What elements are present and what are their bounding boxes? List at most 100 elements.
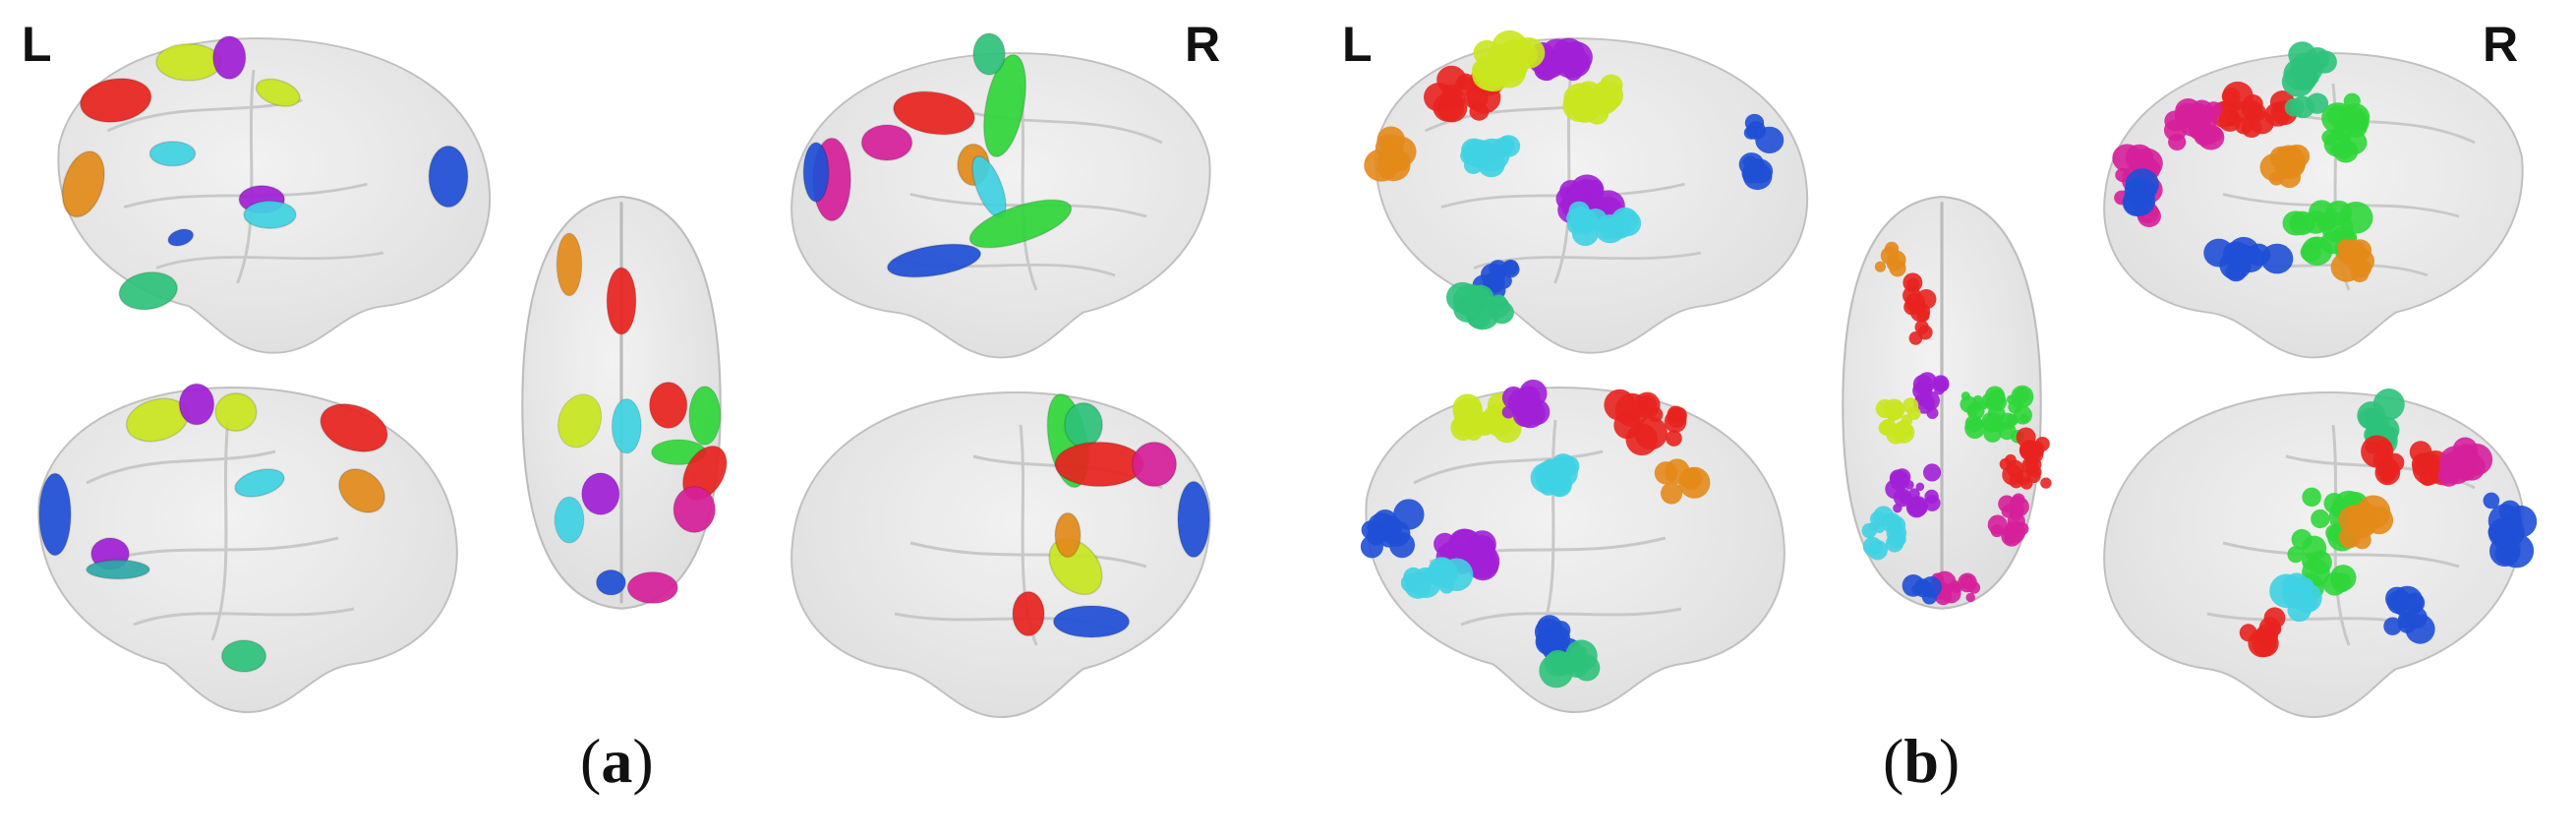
caption-b: (b)	[1883, 730, 1960, 793]
panel-a-ll-cyan-region-2	[243, 200, 297, 229]
panel-b-tv-cyan-cluster-voxel	[1886, 515, 1906, 535]
panel-b-rl-magenta-cluster-voxel	[2168, 133, 2187, 151]
left-hemisphere-label-b: L	[1342, 17, 1373, 72]
panel-a-rm-seagreen-region	[1063, 401, 1103, 449]
panel-a-lm-blue-region	[38, 472, 72, 557]
panel-a-tv-cyan-region-2	[554, 496, 585, 544]
panel-b-rl-seagreen-cluster	[2281, 41, 2337, 119]
caption-a: (a)	[580, 730, 654, 793]
caption-a-open: (	[580, 726, 602, 796]
panel-b-tv-cyan-cluster-voxel	[1862, 536, 1883, 557]
panel-a-rm-orange-region	[1054, 511, 1082, 559]
panel-a-right-medial-sulcus-1	[909, 541, 1147, 569]
panel-b-tv-green-cluster-voxel	[2006, 413, 2019, 427]
panel-b-rm-magenta-cluster	[2437, 437, 2493, 487]
panel-b-rl-green-cluster	[2321, 92, 2371, 163]
panel-b-tv-magenta-cluster-voxel	[2010, 497, 2029, 517]
panel-b-rm-red-cluster-voxel	[2419, 469, 2436, 487]
caption-b-open: (	[1883, 726, 1904, 796]
panel-b-lm-orange-cluster-voxel	[1679, 467, 1703, 491]
panel-b-lm-seagreen-cluster-voxel	[1564, 639, 1598, 673]
panel-b-lm-seagreen-cluster	[1539, 639, 1601, 688]
panel-b-rl-orange-cluster-2-voxel	[2330, 252, 2363, 282]
panel-b-lm-cyan-cluster-voxel	[1538, 475, 1558, 496]
panel-b-lm-cyan-cluster	[1530, 453, 1580, 498]
panel-b-tv-orange-cluster-voxel	[1889, 260, 1906, 277]
panel-b-ll-orange-cluster	[1364, 126, 1417, 182]
panel-b-rm-green-cluster-voxel	[2287, 546, 2305, 564]
panel-a-top-view	[521, 195, 728, 610]
panel-b-rl-orange-cluster	[2259, 144, 2311, 189]
panel-b-ll-blue-cluster-2-voxel	[1480, 263, 1505, 287]
panel-a-ll-seagreen-region	[118, 271, 179, 311]
panel-b-lm-cyan-cluster-2-voxel	[1439, 558, 1474, 591]
panel-b-lm-blue-cluster-2-voxel	[1536, 626, 1564, 654]
panel-b-rl-blue-cluster-2-voxel	[2225, 262, 2248, 282]
panel-b-ll-cyan-cluster-voxel	[1460, 146, 1481, 165]
panel-a-ll-cyan-region	[148, 141, 197, 167]
panel-b-ll-seagreen-cluster-voxel	[1466, 305, 1492, 329]
panel-a-ll-yellowgreen-region	[155, 42, 222, 82]
panel-b-rm-orange-cluster-voxel	[2365, 506, 2394, 535]
panel-b-lm-blue-cluster-voxel	[1360, 535, 1383, 559]
panel-a-rl-blue-region	[802, 142, 830, 203]
panel-b-rm-cyan-cluster-voxel	[2281, 574, 2302, 595]
panel-b-tv-green-cluster-voxel	[1972, 394, 1983, 406]
panel-b-rl-blue-cluster	[2122, 168, 2159, 217]
panel-b-rl-orange-cluster-2	[2330, 239, 2375, 283]
panel-b-tv-violet-cluster-2-voxel	[1923, 495, 1941, 511]
panel-b-rm-green-cluster-voxel	[2302, 487, 2321, 508]
panel-a-rm-blue-region	[1177, 480, 1210, 559]
panel-b-tv-violet-cluster-2-voxel	[1893, 488, 1912, 508]
panel-b-tv-green-cluster-voxel	[1994, 420, 2007, 433]
panel-a-lm-seagreen-region	[220, 639, 267, 673]
panel-a-lm-orange-region	[338, 468, 385, 513]
panel-a-left-lateral	[57, 35, 492, 354]
panel-b-ll-violet-cluster-2-voxel	[1585, 179, 1604, 198]
panel-b-lm-red-cluster-voxel	[1613, 411, 1642, 440]
panel-b-rm-red-cluster-voxel	[2361, 435, 2394, 468]
panel-b-rl-seagreen-cluster-voxel	[2306, 92, 2329, 114]
panel-b-tv-magenta-cluster-voxel	[2002, 527, 2013, 537]
caption-b-letter: b	[1903, 726, 1939, 796]
panel-b-ll-violet-cluster-voxel	[1551, 37, 1585, 69]
panel-b-tv-blue-cluster	[1902, 573, 1943, 605]
panel-b-ll-yellowgreen-cluster-voxel	[1500, 56, 1515, 71]
panel-b-ll-cyan-cluster-2-voxel	[1566, 209, 1586, 227]
panel-b-ll-cyan-cluster-voxel	[1474, 138, 1510, 172]
panel-b-ll-cyan-cluster	[1460, 135, 1521, 178]
panel-b-rm-magenta-cluster-voxel	[2452, 437, 2478, 462]
panel-b-rm-red-cluster-2-voxel	[2258, 617, 2281, 639]
panel-b-tv-green-cluster-voxel	[1964, 414, 1983, 433]
panel-b-rm-cyan-cluster	[2269, 572, 2322, 623]
caption-a-letter: a	[601, 726, 633, 796]
panel-b-tv-orange-cluster	[1874, 241, 1906, 277]
panel-b-rl-green-cluster-2-voxel	[2307, 237, 2322, 252]
panel-a-left-medial-sulcus-2	[210, 419, 230, 641]
panel-b-rm-seagreen-cluster-voxel	[2358, 407, 2379, 428]
panel-b-tv-red-cluster-2-voxel	[1999, 457, 2012, 470]
panel-b-tv-green-cluster-voxel	[1987, 389, 2006, 407]
panel-b-tv-blue-cluster-voxel	[1919, 581, 1935, 596]
panel-b-rm-blue-cluster-voxel	[2494, 542, 2517, 566]
panel-b-tv-violet-cluster-2-voxel	[1889, 469, 1907, 487]
panel-b-rl-green-cluster-voxel	[2341, 107, 2369, 133]
panel-b-ll-blue-cluster	[1738, 113, 1785, 191]
panel-b-tv-violet-cluster-2-voxel	[1906, 496, 1928, 517]
panel-a-right-lateral	[790, 32, 1211, 359]
panel-a-rm-magenta-region	[1131, 441, 1178, 488]
panel-b-lm-cyan-cluster-2-voxel	[1432, 566, 1445, 579]
panel-b-ll-cyan-cluster-2-voxel	[1584, 208, 1608, 230]
panel-a-left-lateral-sulcus-2	[236, 69, 256, 284]
panel-a-rl-red-region	[893, 90, 975, 136]
panel-b-right-medial	[2103, 389, 2538, 719]
panel-b-tv-violet-cluster-2-voxel	[1915, 482, 1925, 492]
panel-a-ll-orange-region	[61, 150, 105, 218]
panel-b-rl-magenta-cluster-voxel	[2194, 127, 2214, 147]
panel-b-tv-green-cluster-voxel	[2008, 399, 2022, 414]
panel-a-ll-red-region	[79, 78, 152, 123]
panel-b-ll-yellowgreen-cluster-voxel	[1472, 57, 1507, 91]
panel-b-lm-blue-cluster	[1360, 499, 1425, 559]
panel-a-rl-blue-region-2	[886, 243, 982, 278]
